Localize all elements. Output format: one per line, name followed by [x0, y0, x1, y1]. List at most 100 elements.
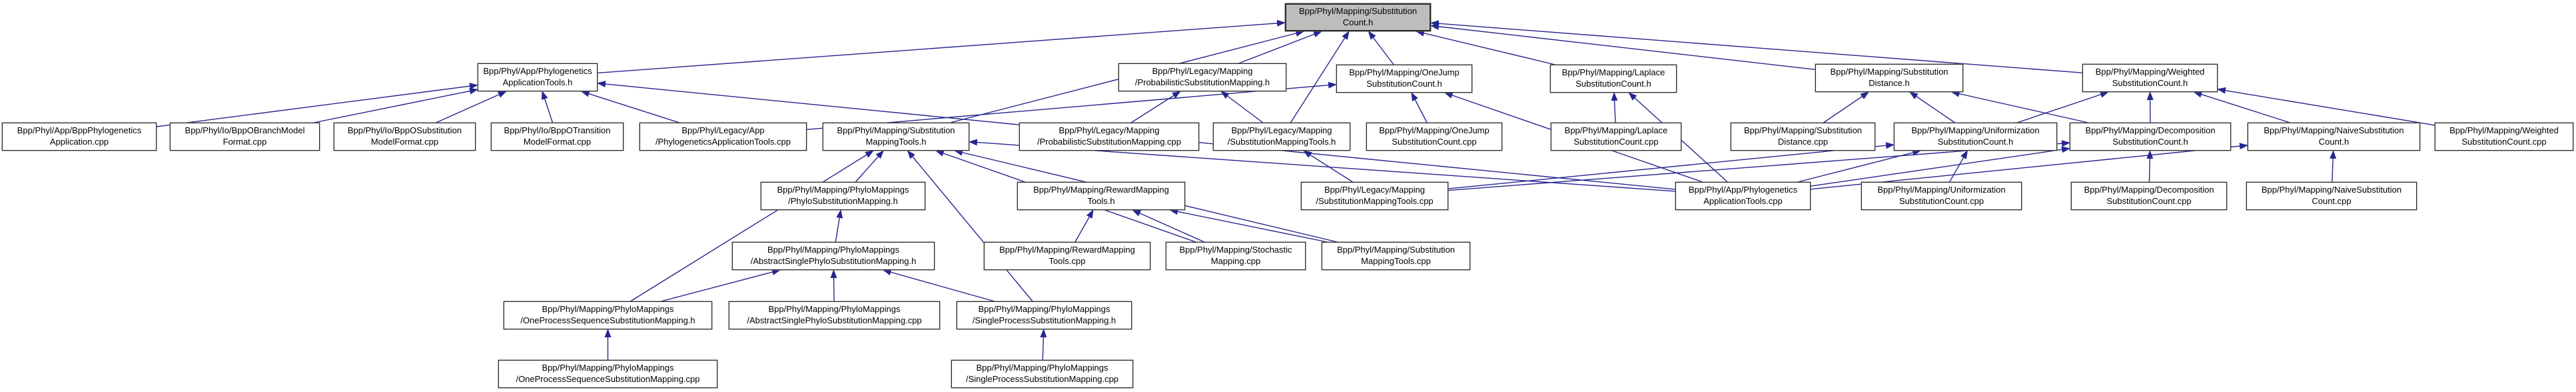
node-label-line: /ProbabilisticSubstitutionMapping.cpp: [1037, 137, 1182, 147]
node-label-line: SubstitutionCount.h: [2112, 137, 2188, 147]
node-label-line: /SingleProcessSubstitutionMapping.cpp: [965, 374, 1119, 384]
graph-node-phylo-substitution-mapping-h[interactable]: Bpp/Phyl/Mapping/PhyloMappings/PhyloSubs…: [761, 182, 925, 210]
graph-node-single-process-substitution-mapping-cpp[interactable]: Bpp/Phyl/Mapping/PhyloMappings/SinglePro…: [951, 360, 1133, 388]
node-label-line: Bpp/Phyl/App/Phylogenetics: [1688, 185, 1798, 195]
node-label-line: Count.h: [2318, 137, 2350, 147]
node-label-line: Bpp/Phyl/Mapping/Uniformization: [1911, 125, 2040, 136]
include-edge-reward-mapping-tools-cpp--reward-mapping-tools-h: [1074, 209, 1094, 243]
include-edge-legacy-phylogenetics-application-tools-cpp--phylogenetics-application-tools-h: [580, 90, 679, 123]
include-edge-uniformization-substitution-count-h--substitution-distance-h: [1909, 91, 1955, 123]
graph-node-single-process-substitution-mapping-h[interactable]: Bpp/Phyl/Mapping/PhyloMappings/SinglePro…: [957, 301, 1132, 329]
node-label-line: SubstitutionCount.h: [2112, 78, 2188, 88]
graph-node-legacy-substitution-mapping-tools-cpp[interactable]: Bpp/Phyl/Legacy/Mapping/SubstitutionMapp…: [1301, 182, 1448, 210]
include-edge-single-process-substitution-mapping-h--abstract-single-phylo-substitution-mapping-h: [882, 269, 995, 302]
include-edge-bppo-branch-model-format-cpp--phylogenetics-application-tools-h: [314, 87, 478, 123]
graph-node-one-process-sequence-substitution-mapping-cpp[interactable]: Bpp/Phyl/Mapping/PhyloMappings/OneProces…: [498, 360, 717, 388]
graph-node-probabilistic-substitution-mapping-h[interactable]: Bpp/Phyl/Legacy/Mapping/ProbabilisticSub…: [1118, 63, 1286, 91]
include-edge-phylogenetics-application-tools-cpp--naive-substitution-count-h: [1810, 143, 2248, 190]
node-label-line: Bpp/Phyl/Mapping/Substitution: [1336, 245, 1456, 255]
node-label-line: Tools.cpp: [1049, 256, 1086, 266]
node-label-line: Bpp/Phyl/Mapping/Weighted: [2095, 67, 2205, 77]
include-edge-stochastic-mapping-cpp--reward-mapping-tools-h: [1132, 209, 1205, 243]
include-edge-legacy-substitution-mapping-tools-cpp--uniformization-substitution-count-h: [1448, 142, 1895, 189]
node-label-line: Bpp/Phyl/Mapping/PhyloMappings: [542, 304, 674, 315]
node-label-line: MappingTools.h: [865, 137, 927, 147]
include-edge-phylo-substitution-mapping-h--substitution-mapping-tools-h: [855, 150, 884, 183]
node-label-line: Bpp/Phyl/Mapping/Decomposition: [2084, 185, 2214, 195]
node-label-line: ModelFormat.cpp: [523, 137, 592, 147]
node-label-line: Mapping.cpp: [1210, 256, 1261, 266]
include-edge-bppo-transition-model-format-cpp--phylogenetics-application-tools-h: [541, 91, 554, 123]
node-label-line: Bpp/Phyl/Mapping/Substitution: [837, 125, 955, 136]
include-edge-substitution-distance-h--substitution-count-h: [1430, 23, 1816, 71]
node-label-line: SubstitutionCount.cpp: [1392, 137, 1477, 147]
include-edge-one-jump-substitution-count-h--substitution-count-h: [1368, 31, 1394, 65]
graph-node-legacy-phylogenetics-application-tools-cpp[interactable]: Bpp/Phyl/Legacy/App/PhylogeneticsApplica…: [640, 123, 807, 151]
include-edge-legacy-substitution-mapping-tools-cpp--decomposition-substitution-count-h: [1448, 140, 2070, 191]
graph-node-abstract-single-phylo-substitution-mapping-h[interactable]: Bpp/Phyl/Mapping/PhyloMappings/AbstractS…: [732, 242, 935, 270]
graph-node-probabilistic-substitution-mapping-cpp[interactable]: Bpp/Phyl/Legacy/Mapping/ProbabilisticSub…: [1019, 123, 1199, 151]
node-label-line: Bpp/Phyl/Mapping/OneJump: [1349, 67, 1460, 78]
include-edge-single-process-substitution-mapping-h--substitution-mapping-tools-h: [907, 150, 1033, 302]
graph-node-abstract-single-phylo-substitution-mapping-cpp[interactable]: Bpp/Phyl/Mapping/PhyloMappings/AbstractS…: [729, 301, 940, 329]
include-edge-uniformization-substitution-count-h--weighted-substitution-count-h: [2016, 91, 2109, 123]
node-label-line: ApplicationTools.h: [502, 77, 573, 87]
include-edge-decomposition-substitution-count-cpp--decomposition-substitution-count-h: [2146, 150, 2154, 183]
node-label-line: SubstitutionCount.cpp: [2106, 196, 2192, 206]
node-label-line: SubstitutionCount.cpp: [2461, 137, 2547, 147]
node-label-line: Bpp/Phyl/App/BppPhylogenetics: [17, 125, 142, 136]
include-edge-legacy-substitution-mapping-tools-cpp--legacy-substitution-mapping-tools-h: [1303, 150, 1353, 183]
include-edge-substitution-distance-cpp--substitution-distance-h: [1823, 91, 1869, 123]
node-label-line: Bpp/Phyl/Mapping/PhyloMappings: [768, 304, 901, 315]
node-label-line: SubstitutionCount.h: [1366, 79, 1442, 89]
node-label-line: Bpp/Phyl/Mapping/RewardMapping: [999, 245, 1135, 255]
include-edge-legacy-substitution-mapping-tools-h--probabilistic-substitution-mapping-h: [1220, 91, 1264, 123]
include-edge-substitution-mapping-tools-cpp--reward-mapping-tools-h: [1169, 208, 1328, 243]
include-edge-phylogenetics-application-tools-cpp--decomposition-substitution-count-h: [1810, 146, 2070, 187]
node-label-line: Bpp/Phyl/Mapping/PhyloMappings: [976, 363, 1108, 373]
node-label-line: SubstitutionCount.h: [1937, 137, 2014, 147]
node-label-line: Bpp/Phyl/Mapping/Decomposition: [2085, 125, 2216, 136]
include-edge-laplace-substitution-count-h--substitution-count-h: [1416, 29, 1555, 65]
node-label-line: SubstitutionCount.cpp: [1573, 137, 1659, 147]
node-label-line: Format.cpp: [222, 137, 267, 147]
node-label-line: Bpp/Phyl/Mapping/NaiveSubstitution: [2264, 125, 2404, 136]
node-label-line: SubstitutionCount.cpp: [1899, 196, 1984, 206]
node-label-line: SubstitutionCount.h: [1575, 79, 1651, 89]
node-label-line: /SubstitutionMappingTools.cpp: [1316, 196, 1434, 206]
node-label-line: Tools.h: [1087, 196, 1115, 206]
node-label-line: Bpp/Phyl/Mapping/Substitution: [1298, 6, 1418, 17]
graph-node-legacy-substitution-mapping-tools-h[interactable]: Bpp/Phyl/Legacy/Mapping/SubstitutionMapp…: [1213, 123, 1350, 151]
node-label-line: Bpp/Phyl/Mapping/Weighted: [2449, 125, 2559, 136]
graph-node-one-process-sequence-substitution-mapping-h[interactable]: Bpp/Phyl/Mapping/PhyloMappings/OneProces…: [504, 301, 712, 329]
node-label-line: Bpp/Phyl/Mapping/Substitution: [1830, 67, 1948, 77]
include-edge-legacy-phylogenetics-application-tools-cpp--one-jump-substitution-count-h: [806, 81, 1337, 131]
node-label-line: Bpp/Phyl/Mapping/PhyloMappings: [777, 185, 909, 195]
node-label-line: Bpp/Phyl/Legacy/Mapping: [1059, 125, 1160, 136]
